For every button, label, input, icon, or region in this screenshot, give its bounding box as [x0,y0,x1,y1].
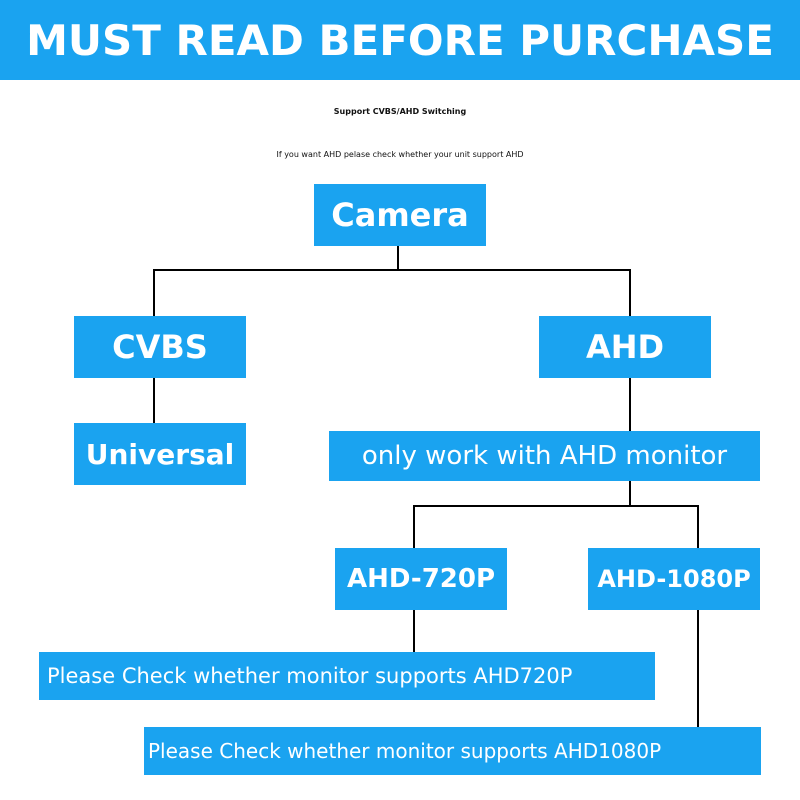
header-banner: MUST READ BEFORE PURCHASE [0,0,800,80]
node-ahd-720p: AHD-720P [335,548,507,610]
node-ahd-720p-label: AHD-720P [346,564,496,594]
node-ahd-only: only work with AHD monitor [329,431,760,481]
node-cvbs-label: CVBS [112,328,208,366]
node-check-1080p-label: Please Check whether monitor supports AH… [148,739,662,763]
node-check-1080p: Please Check whether monitor supports AH… [144,727,761,775]
banner-title: MUST READ BEFORE PURCHASE [26,15,774,65]
node-check-720p-label: Please Check whether monitor supports AH… [47,664,573,688]
node-camera-label: Camera [331,196,469,234]
node-ahd-1080p: AHD-1080P [588,548,760,610]
node-ahd: AHD [539,316,711,378]
node-ahd-label: AHD [585,328,665,366]
node-camera: Camera [314,184,486,246]
ahd-note: If you want AHD pelase check whether you… [276,150,524,159]
node-universal: Universal [74,423,246,485]
node-ahd-only-label: only work with AHD monitor [361,441,728,471]
node-universal-label: Universal [85,437,235,471]
node-cvbs: CVBS [74,316,246,378]
node-check-720p: Please Check whether monitor supports AH… [39,652,655,700]
diagram-heading: Support CVBS/AHD Switching [333,107,467,116]
node-ahd-1080p-label: AHD-1080P [597,565,751,593]
